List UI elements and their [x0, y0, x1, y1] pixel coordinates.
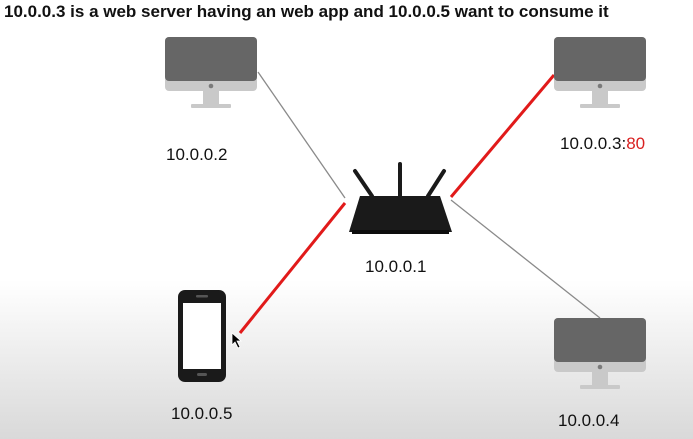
port-number: 80 — [626, 134, 645, 153]
link-router-to-10-0-0-3 — [449, 74, 556, 198]
link-router-to-10-0-0-2 — [257, 71, 346, 199]
node-label-10-0-0-3: 10.0.0.3:80 — [560, 134, 645, 153]
node-label-10-0-0-2: 10.0.0.2 — [166, 145, 227, 164]
mouse-cursor-icon — [231, 332, 243, 349]
node-label-10-0-0-5: 10.0.0.5 — [171, 404, 232, 423]
port-separator: : — [621, 134, 626, 153]
link-router-to-10-0-0-5 — [238, 202, 347, 334]
router-icon — [349, 162, 452, 234]
node-label-router: 10.0.0.1 — [365, 257, 426, 276]
smartphone-icon — [178, 290, 226, 382]
diagram-title: 10.0.0.3 is a web server having an web a… — [4, 2, 609, 21]
desktop-icon — [554, 318, 646, 389]
node-label-10-0-0-4: 10.0.0.4 — [558, 411, 619, 430]
node-address-10-0-0-3: 10.0.0.3 — [560, 134, 621, 153]
desktop-icon — [554, 37, 646, 108]
link-router-to-10-0-0-4 — [450, 199, 601, 319]
desktop-icon — [165, 37, 257, 108]
